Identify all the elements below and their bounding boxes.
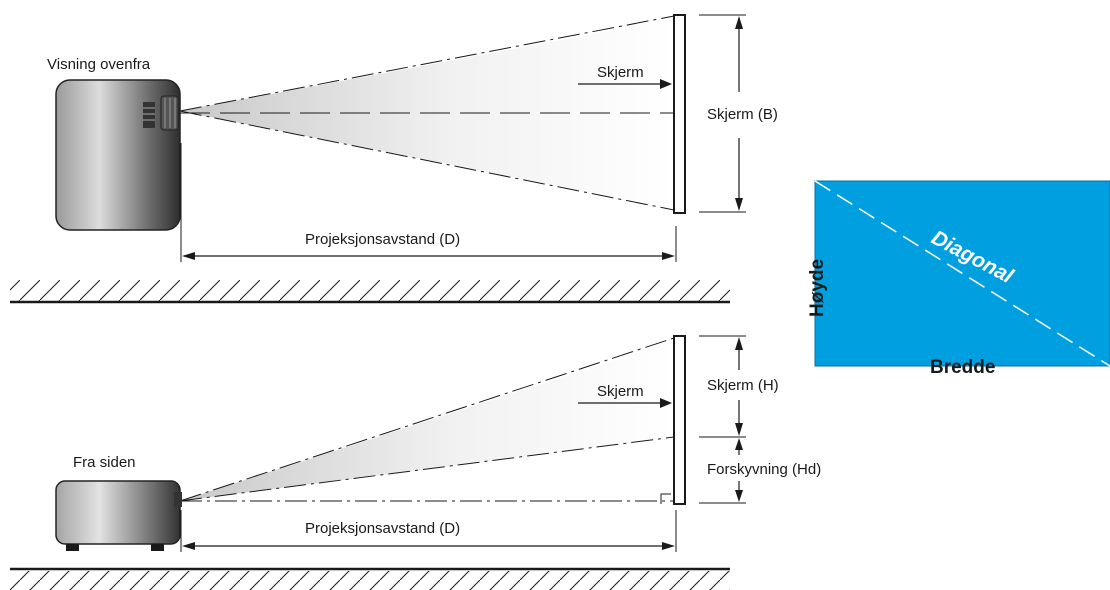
side-view-title: Fra siden — [73, 454, 136, 471]
side-beam-upper-edge — [179, 337, 675, 502]
floor-hatch-icon — [10, 280, 730, 304]
side-screen-label: Skjerm — [597, 383, 644, 400]
projector-top-view-icon — [55, 79, 181, 231]
side-beam — [180, 341, 674, 501]
top-screen — [673, 14, 686, 214]
side-beam-lower-edge — [179, 436, 675, 502]
side-offset-label: Forskyvning (Hd) — [707, 461, 821, 478]
top-view-title: Visning ovenfra — [47, 56, 151, 73]
floor-hatch-icon — [10, 567, 730, 590]
projector-side-view-icon — [55, 480, 182, 551]
side-screen — [673, 335, 686, 505]
side-height-label: Skjerm (H) — [707, 377, 779, 394]
side-view-group: Fra siden Skjerm Skjerm (H) Forskyvning … — [10, 335, 821, 590]
side-distance-label: Projeksjonsavstand (D) — [305, 520, 460, 537]
top-beam-upper-edge — [179, 15, 675, 112]
top-width-label: Skjerm (B) — [707, 106, 778, 123]
width-label: Bredde — [930, 357, 995, 378]
screen-dimensions-panel: Diagonal Høyde Bredde — [807, 180, 1110, 378]
top-beam — [180, 19, 674, 209]
top-view-group: Visning ovenfra Skjerm Skjerm (B) Projek… — [10, 14, 778, 304]
top-beam-lower-edge — [179, 110, 675, 211]
top-distance-label: Projeksjonsavstand (D) — [305, 231, 460, 248]
height-label: Høyde — [807, 259, 828, 317]
top-screen-label: Skjerm — [597, 64, 644, 81]
screen-diagonal-line — [814, 180, 1110, 367]
